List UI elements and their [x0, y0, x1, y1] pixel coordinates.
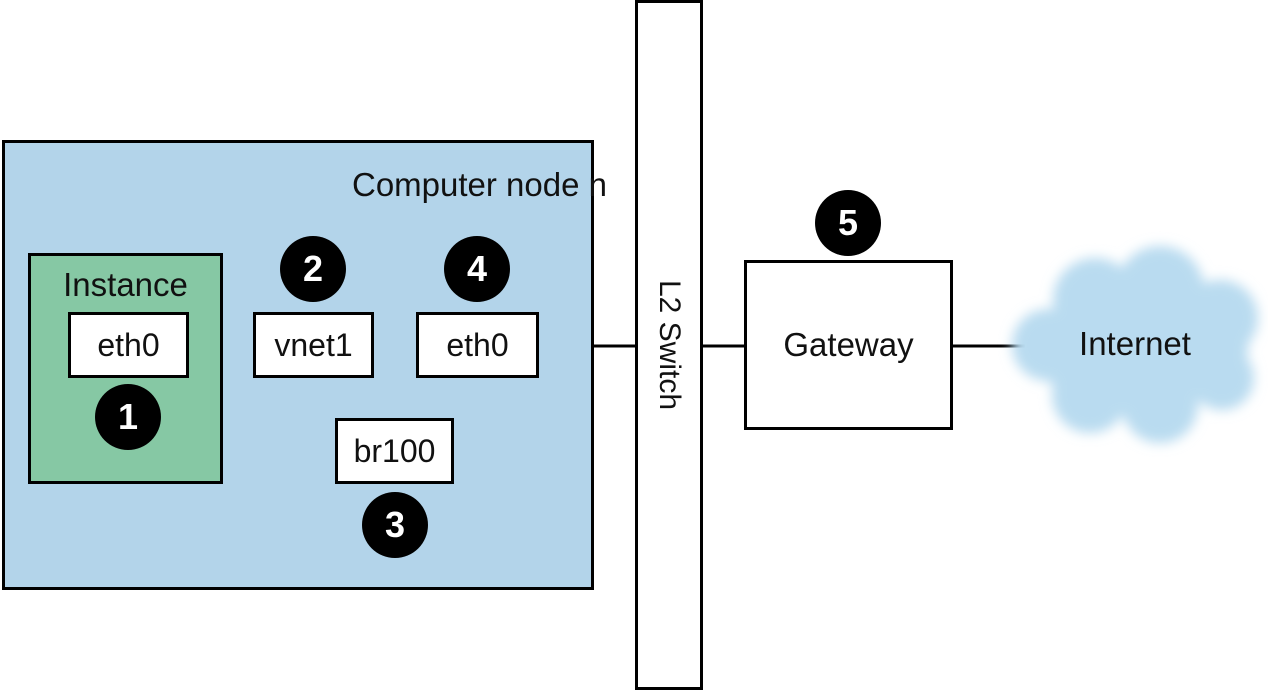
internet-label: Internet [1079, 325, 1191, 362]
l2-switch [635, 0, 703, 690]
vnet1-interface: vnet1 [253, 312, 374, 378]
gateway-label: Gateway [783, 326, 914, 363]
compute-node-title: Computer node n [352, 166, 607, 203]
instance-title: Instance [63, 266, 188, 303]
br100-label: br100 [353, 432, 436, 469]
host-eth0-label: eth0 [446, 326, 509, 363]
br100-bridge: br100 [335, 418, 454, 484]
badge-4: 4 [444, 236, 510, 302]
badge-5: 5 [815, 190, 881, 256]
gateway-box: Gateway [744, 260, 953, 430]
badge-2: 2 [280, 236, 346, 302]
badge-1: 1 [95, 384, 161, 450]
badge-3: 3 [362, 492, 428, 558]
vnet1-label: vnet1 [274, 326, 353, 363]
host-eth0-interface: eth0 [416, 312, 539, 378]
instance-eth0-label: eth0 [97, 326, 160, 363]
instance-eth0-interface: eth0 [68, 312, 189, 378]
